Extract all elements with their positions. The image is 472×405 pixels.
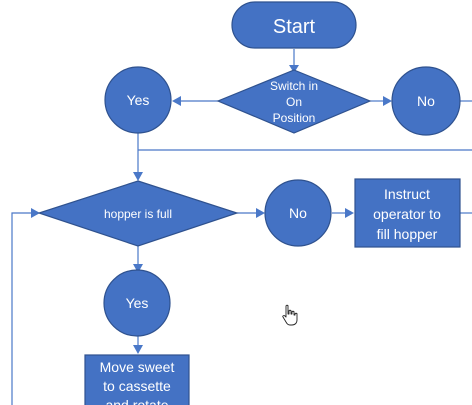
decision-switch-on: Switch in On Position	[216, 69, 372, 134]
connectors	[11, 49, 472, 405]
switch-yes-label: Yes	[127, 92, 150, 108]
switch-no-node: No	[391, 66, 461, 136]
start-terminator: Start	[231, 1, 357, 49]
hopper-yes-label: Yes	[126, 295, 149, 311]
move-line-3: and rotate	[105, 397, 168, 405]
hopper-yes-node: Yes	[103, 269, 171, 337]
decision-hopper-label: hopper is full	[104, 207, 172, 221]
connector-loop-back	[11, 212, 32, 405]
decision-switch-line-3: Position	[273, 111, 316, 125]
move-line-2: to cassette	[103, 378, 171, 394]
move-sweet-box: Move sweet to cassette and rotate	[84, 354, 190, 405]
instruct-line-2: operator to	[373, 206, 441, 222]
arrowhead	[172, 96, 181, 106]
arrowhead	[31, 208, 40, 218]
hand-pointer-icon	[282, 304, 298, 326]
arrowhead	[256, 208, 265, 218]
arrowhead	[133, 172, 143, 181]
instruct-line-3: fill hopper	[377, 226, 438, 242]
arrowhead	[133, 345, 143, 354]
switch-no-label: No	[417, 93, 435, 109]
arrowhead	[289, 65, 299, 73]
hopper-no-label: No	[289, 205, 307, 221]
instruct-line-1: Instruct	[384, 186, 430, 202]
decision-switch-line-2: On	[286, 95, 302, 109]
arrowhead	[383, 96, 392, 106]
move-line-1: Move sweet	[100, 359, 175, 375]
decision-hopper-full: hopper is full	[37, 180, 239, 247]
instruct-operator-box: Instruct operator to fill hopper	[354, 178, 461, 248]
switch-yes-node: Yes	[104, 66, 172, 134]
arrowhead	[133, 264, 143, 273]
start-label: Start	[273, 16, 316, 38]
decision-switch-line-1: Switch in	[270, 79, 318, 93]
hopper-no-node: No	[264, 179, 332, 247]
arrowhead	[345, 208, 354, 218]
